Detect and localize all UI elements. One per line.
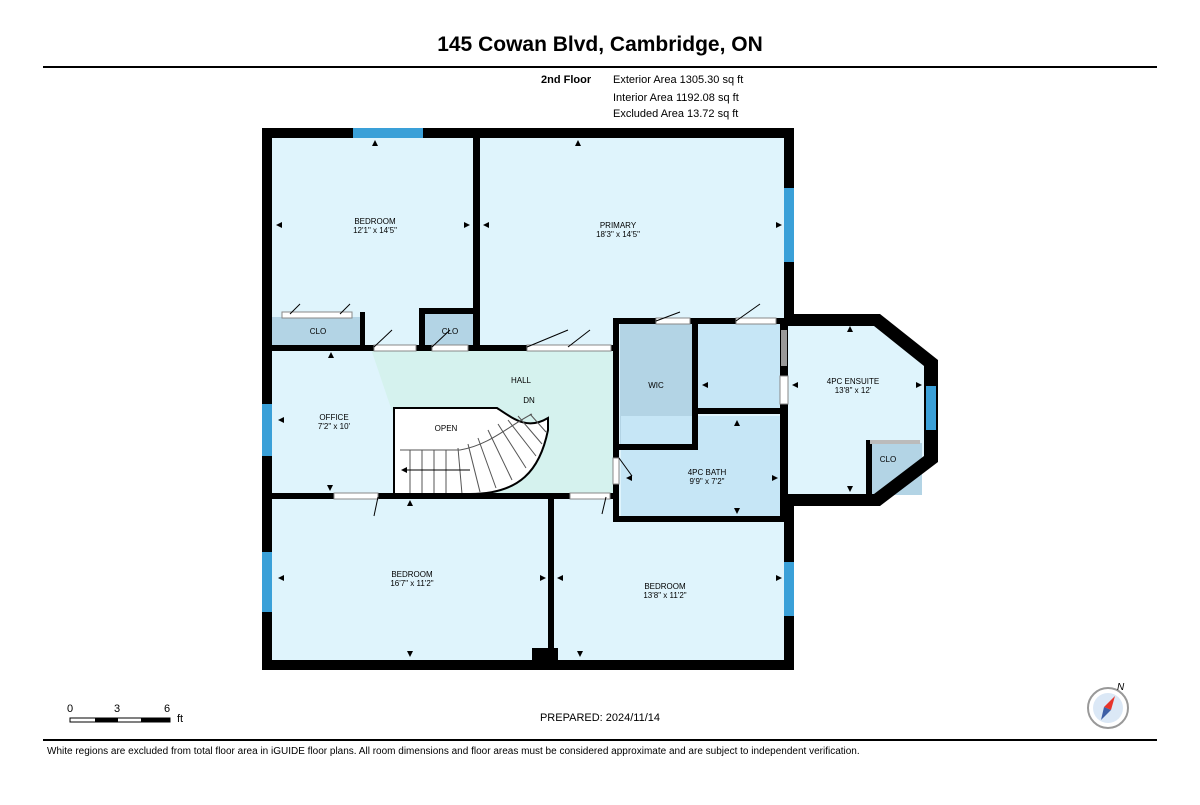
disclaimer: White regions are excluded from total fl… — [47, 746, 860, 757]
room-dims-ensuite: 13'8" x 12' — [835, 386, 872, 395]
door-swings — [289, 303, 761, 517]
plan-title: 145 Cowan Blvd, Cambridge, ON — [437, 33, 763, 56]
floor-label: 2nd Floor — [541, 74, 592, 86]
footer-divider — [43, 739, 1157, 741]
room-name-bedroom-sw: BEDROOM — [391, 570, 433, 579]
room-name-bedroom-se: BEDROOM — [644, 582, 686, 591]
room-dims-primary: 18'3" x 14'5" — [596, 230, 640, 239]
header-divider — [43, 66, 1157, 68]
room-dims-office: 7'2" x 10' — [318, 422, 351, 431]
bath-fill — [621, 416, 781, 517]
scale-label-6: 6 — [164, 703, 171, 715]
room-name-closet-3: CLO — [880, 455, 896, 464]
door-openings — [281, 311, 789, 500]
closet-2-fill — [424, 312, 476, 345]
room-name-primary: PRIMARY — [600, 221, 637, 230]
room-name-hall: HALL — [511, 376, 532, 385]
room-name-closet-1: CLO — [310, 327, 326, 336]
toilet-room-fill — [697, 323, 781, 409]
scale-label-0: 0 — [67, 703, 74, 715]
dimension-arrows — [276, 140, 922, 657]
windows — [262, 128, 936, 616]
room-dims-bedroom-nw: 12'1" x 14'5" — [353, 226, 397, 235]
stair-direction-label: DN — [523, 396, 535, 405]
room-name-open: OPEN — [435, 424, 458, 433]
room-name-bath: 4PC BATH — [688, 468, 727, 477]
wall-opening — [781, 330, 787, 366]
stair-opening — [393, 407, 549, 495]
room-dims-bedroom-se: 13'8" x 11'2" — [643, 591, 686, 600]
scale-bar — [69, 717, 171, 723]
scale-unit: ft — [177, 713, 184, 725]
excluded-area: Excluded Area 13.72 sq ft — [613, 108, 739, 120]
room-name-office: OFFICE — [319, 413, 348, 422]
exterior-area: Exterior Area 1305.30 sq ft — [613, 74, 744, 86]
room-name-bedroom-nw: BEDROOM — [354, 217, 396, 226]
room-name-closet-2: CLO — [442, 327, 458, 336]
room-name-ensuite: 4PC ENSUITE — [827, 377, 879, 386]
closet-1-fill — [271, 317, 361, 345]
closet-shelf — [870, 440, 920, 444]
compass-icon: N — [1087, 682, 1129, 729]
stair-treads — [400, 413, 547, 495]
compass-north-label: N — [1117, 682, 1125, 693]
room-dims-bath: 9'9" x 7'2" — [690, 477, 725, 486]
scale-label-3: 3 — [114, 703, 121, 715]
room-name-wic: WIC — [648, 381, 664, 390]
room-dims-bedroom-sw: 16'7" x 11'2" — [390, 579, 433, 588]
prepared-date: PREPARED: 2024/11/14 — [539, 712, 661, 724]
interior-area: Interior Area 1192.08 sq ft — [613, 92, 739, 104]
